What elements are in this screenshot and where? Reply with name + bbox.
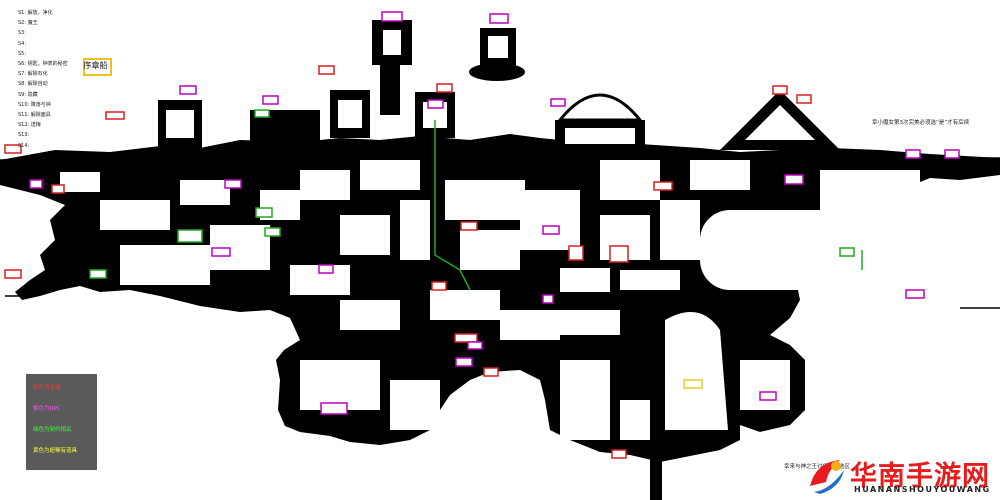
legend-item: S9: 隐藏	[18, 91, 38, 98]
marker-purple	[29, 179, 43, 189]
marker-purple	[224, 179, 242, 189]
brand-name: 华南手游网	[850, 461, 990, 492]
marker-purple	[318, 264, 334, 274]
map-markers	[4, 11, 960, 459]
legend-green: 绿色为契约相关	[33, 427, 72, 433]
note-bottom: 幸来与神之王讨伐战参选区	[784, 464, 851, 470]
prologue-ship-label[interactable]: 序章船	[83, 58, 112, 76]
marker-red	[483, 367, 499, 377]
marker-green	[264, 227, 281, 237]
legend-yellow: 黄色为超稀有道具	[33, 448, 78, 454]
marker-green	[839, 247, 855, 257]
marker-green	[254, 109, 270, 118]
marker-red	[51, 184, 65, 194]
brand-logo-icon	[810, 460, 844, 494]
map-bottom-shaft	[650, 460, 662, 500]
marker-green	[177, 229, 203, 243]
marker-purple	[905, 149, 921, 159]
legend-purple: 紫色为NPC	[33, 406, 61, 412]
marker-purple	[944, 149, 960, 159]
marker-purple	[784, 174, 804, 185]
legend-item: S2: 魔王	[18, 20, 38, 27]
marker-purple	[455, 357, 473, 367]
marker-purple	[905, 289, 925, 299]
marker-purple	[550, 98, 566, 107]
marker-red	[568, 245, 584, 261]
marker-purple	[179, 85, 197, 95]
marker-purple	[542, 225, 560, 235]
marker-red	[4, 269, 22, 279]
marker-red	[105, 111, 125, 120]
marker-purple	[320, 402, 348, 415]
legend-item: S14:	[18, 142, 30, 149]
route-line	[434, 120, 471, 291]
watermark: 华南手游网 HUANANSHOUYOUWANG	[806, 452, 1000, 500]
marker-purple	[381, 11, 403, 22]
legend-list: S1: 解放，净化 S2: 魔王 S3: S4: S5: S6: 钥匙，钟表的秘…	[18, 8, 68, 151]
marker-purple	[427, 99, 444, 109]
legend-item: S6: 钥匙，钟表的秘密	[18, 61, 68, 68]
legend-item: S13:	[18, 132, 30, 139]
marker-purple	[211, 247, 231, 257]
prologue-ship-text: 序章船	[83, 61, 108, 70]
marker-red	[653, 181, 673, 191]
marker-purple	[759, 391, 777, 401]
marker-green	[89, 269, 107, 279]
legend-item: S3:	[18, 30, 27, 37]
marker-purple	[489, 13, 509, 24]
legend-item: S11: 解除面具	[18, 112, 51, 119]
marker-red	[454, 333, 478, 343]
brand-domain: HUANANSHOUYOUWANG	[854, 485, 991, 494]
marker-yellow	[683, 379, 703, 389]
marker-purple	[467, 341, 483, 350]
color-legend: 红色为主线 紫色为NPC 绿色为契约相关 黄色为超稀有道具	[26, 374, 97, 470]
legend-item: S4:	[18, 40, 27, 47]
marker-red	[318, 65, 335, 75]
marker-red	[611, 449, 627, 459]
map-rooms	[60, 160, 920, 440]
legend-item: S8: 解除自动	[18, 81, 48, 88]
marker-red	[609, 245, 629, 263]
marker-red	[796, 94, 812, 104]
legend-item: S7: 解除石化	[18, 71, 48, 78]
note-right: 幸小魔女第3次完美必须选“是”才有后续	[872, 120, 970, 126]
legend-item: S10: 降落与钟	[18, 101, 51, 108]
marker-purple	[542, 294, 554, 304]
marker-red	[772, 85, 788, 95]
legend-red: 红色为主线	[33, 385, 61, 391]
marker-green	[255, 207, 273, 218]
legend-item: S1: 解放，净化	[18, 10, 53, 16]
legend-item: S5:	[18, 50, 27, 57]
marker-red	[436, 83, 453, 93]
map-tower-details	[166, 30, 815, 144]
marker-purple	[262, 95, 279, 105]
marker-red	[431, 281, 447, 291]
legend-item: S12: 送梅	[18, 122, 41, 129]
marker-red	[460, 221, 478, 231]
marker-red	[4, 144, 22, 154]
